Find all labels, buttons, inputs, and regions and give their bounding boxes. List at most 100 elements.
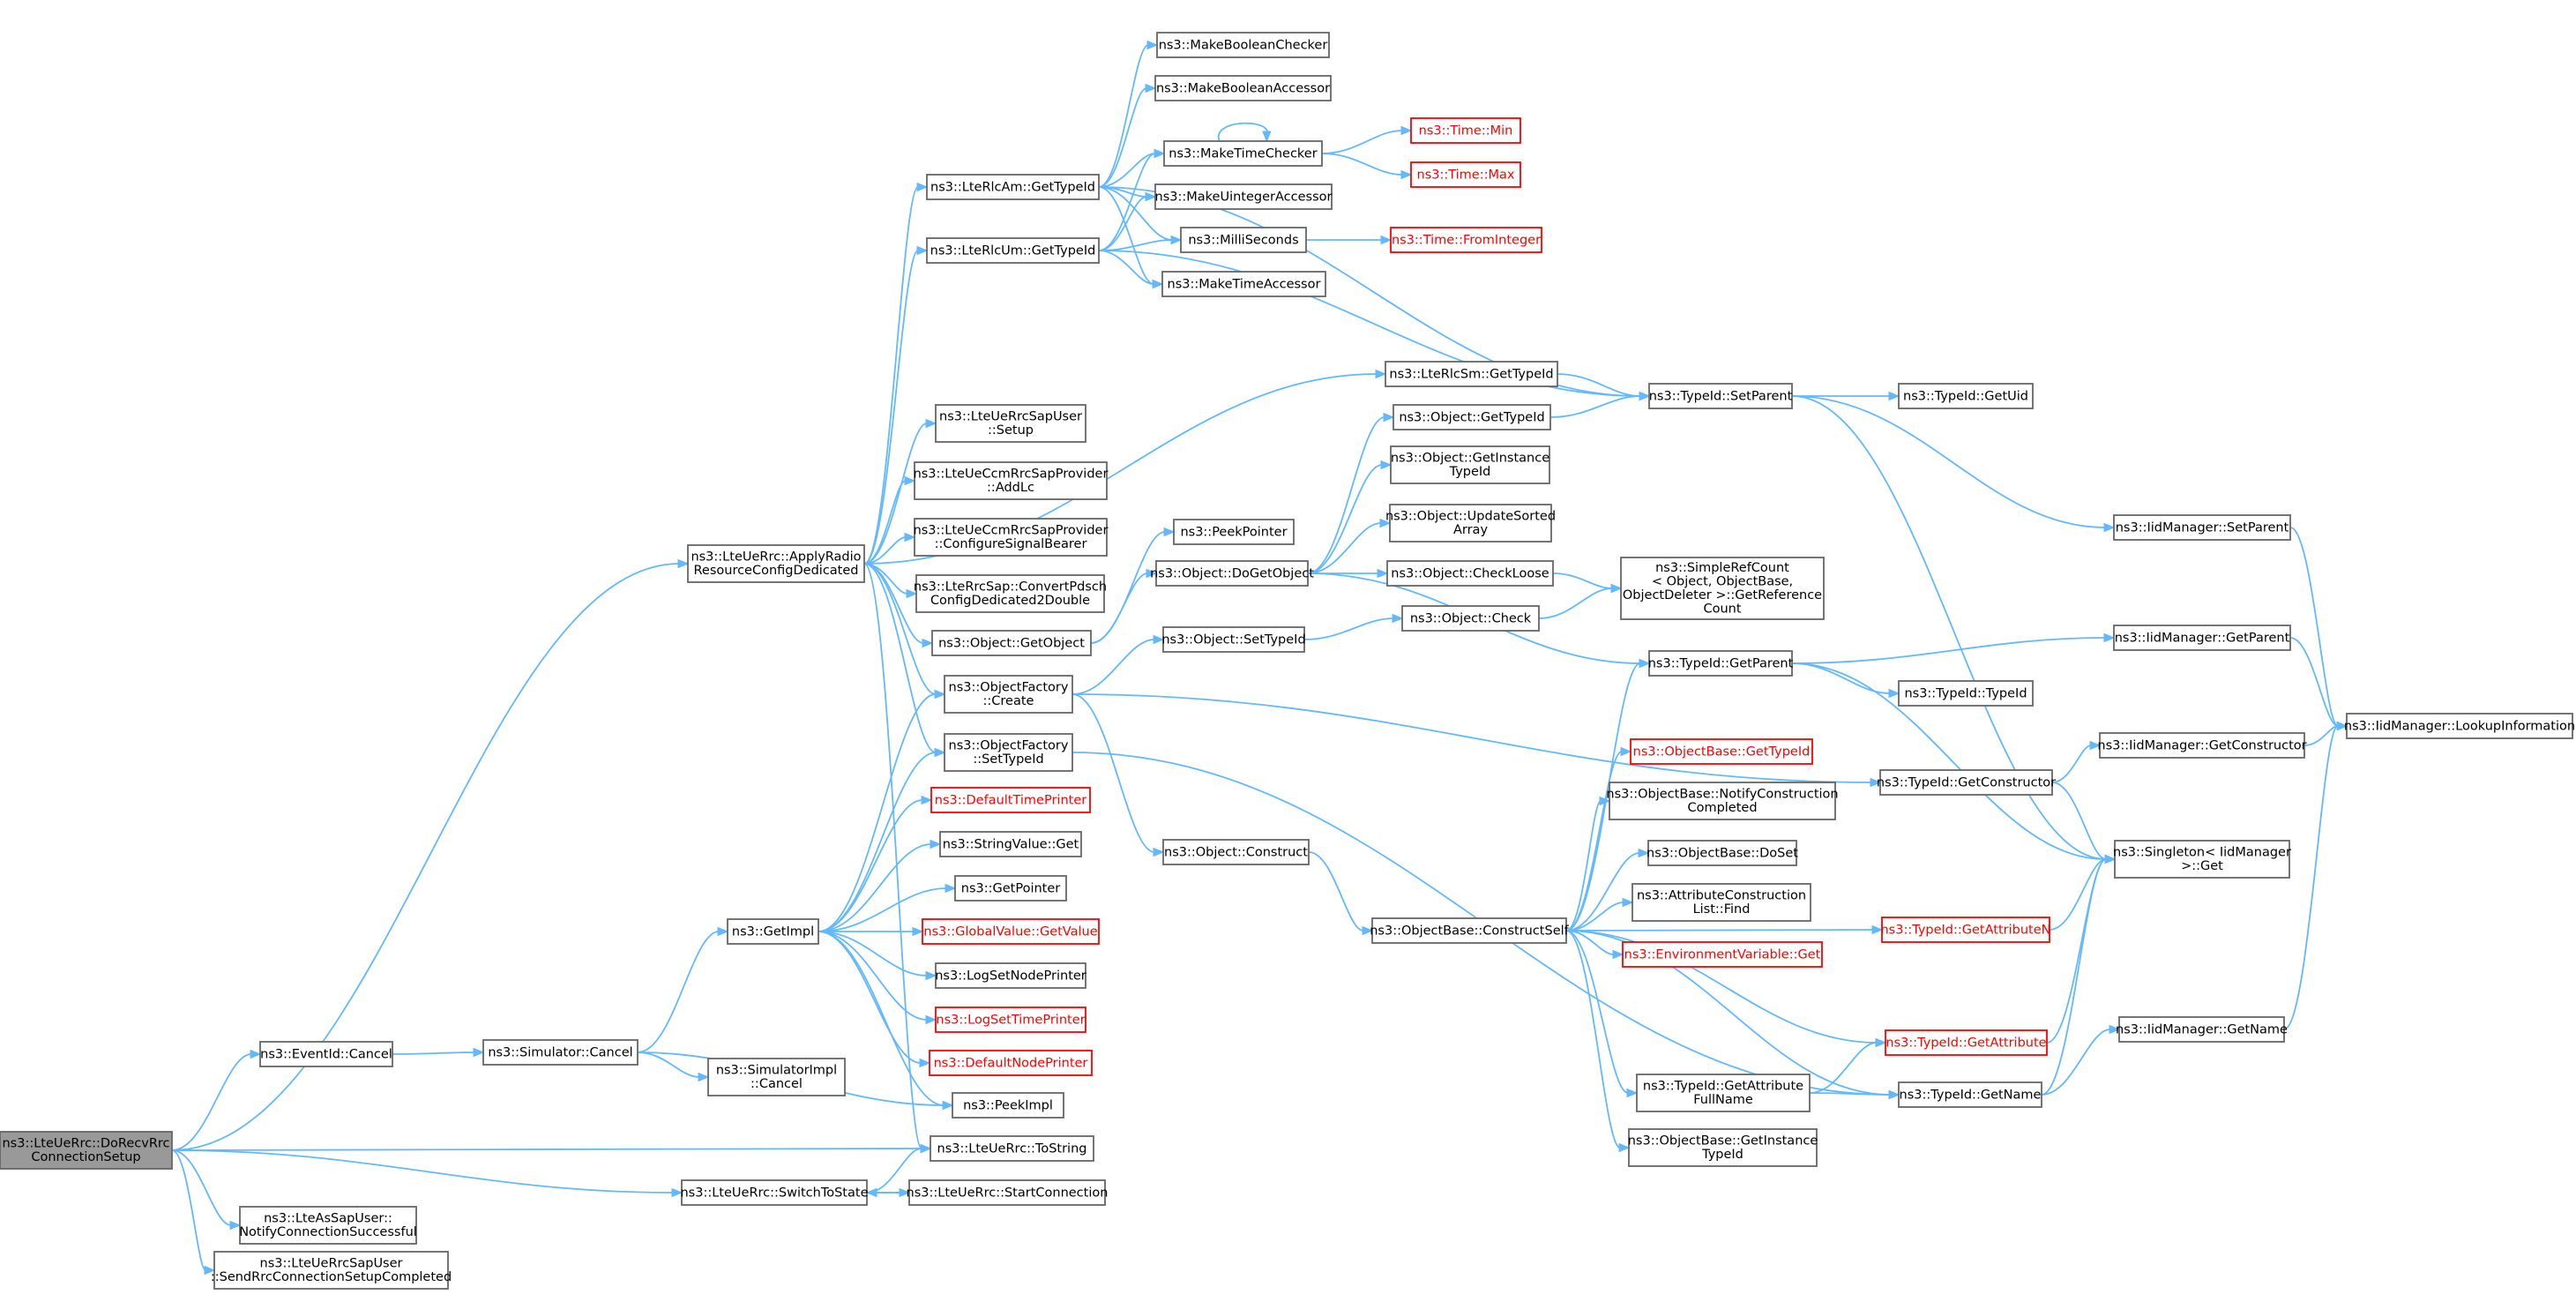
- node-milli-seconds[interactable]: ns3::MilliSeconds: [1180, 227, 1307, 253]
- node-ccm-add-lc[interactable]: ns3::LteUeCcmRrcSapProvider::AddLc: [914, 461, 1109, 500]
- node-label: ::AddLc: [987, 481, 1034, 495]
- node-label: ns3::IidManager::SetParent: [2116, 520, 2289, 535]
- node-get-pointer[interactable]: ns3::GetPointer: [954, 875, 1067, 902]
- node-label: ns3::ObjectFactory: [949, 681, 1069, 695]
- edge-get-impl-to-log-set-time-printer: [818, 931, 937, 1025]
- node-box: [1162, 626, 1305, 653]
- node-type-id-set-parent[interactable]: ns3::TypeId::SetParent: [1648, 383, 1793, 409]
- edge-get-impl-to-ofset-type-id: [818, 747, 946, 932]
- node-box: [1385, 361, 1558, 387]
- node-type-id-get-constructor[interactable]: ns3::TypeId::GetConstructor: [1877, 769, 2056, 796]
- node-event-id-cancel[interactable]: ns3::EventId::Cancel: [259, 1041, 393, 1067]
- node-do-set[interactable]: ns3::ObjectBase::DoSet: [1646, 840, 1798, 866]
- edge-ofcreate-to-object-construct: [1071, 693, 1165, 857]
- node-rlc-um-get-type-id[interactable]: ns3::LteRlcUm::GetTypeId: [926, 237, 1100, 264]
- node-notify-construction[interactable]: ns3::ObjectBase::NotifyConstructionCompl…: [1606, 782, 1839, 820]
- node-to-string[interactable]: ns3::LteUeRrc::ToString: [930, 1135, 1094, 1162]
- node-global-value-get-value[interactable]: ns3::GlobalValue::GetValue: [922, 918, 1100, 945]
- node-object-construct[interactable]: ns3::Object::Construct: [1162, 839, 1310, 865]
- node-object-base-get-type-id[interactable]: ns3::ObjectBase::GetTypeId: [1630, 738, 1813, 765]
- node-box: [944, 675, 1073, 714]
- node-peek-pointer[interactable]: ns3::PeekPointer: [1173, 519, 1295, 545]
- node-type-id-get-attribute[interactable]: ns3::TypeId::GetAttribute: [1885, 1029, 2048, 1056]
- node-label: ns3::MilliSeconds: [1188, 233, 1298, 247]
- node-type-id-get-uid[interactable]: ns3::TypeId::GetUid: [1898, 383, 2034, 409]
- node-convert-pdsch[interactable]: ns3::LteRrcSap::ConvertPdschConfigDedica…: [914, 574, 1107, 613]
- node-sap-user-send[interactable]: ns3::LteUeRrcSapUser::SendRrcConnectionS…: [211, 1251, 452, 1290]
- node-peek-impl[interactable]: ns3::PeekImpl: [952, 1092, 1064, 1119]
- node-iid-get-name[interactable]: ns3::IidManager::GetName: [2116, 1016, 2288, 1043]
- node-label: Array: [1453, 523, 1488, 537]
- node-label: FullName: [1693, 1093, 1753, 1107]
- node-default-node-printer[interactable]: ns3::DefaultNodePrinter: [929, 1050, 1093, 1076]
- node-box: [1154, 183, 1333, 210]
- node-label: ns3::Singleton< IidManager: [2113, 846, 2291, 860]
- node-iid-lookup[interactable]: ns3::IidManager::LookupInformation: [2344, 713, 2575, 739]
- node-box: [1173, 519, 1295, 545]
- node-object-set-type-id[interactable]: ns3::Object::SetTypeId: [1161, 626, 1306, 653]
- node-simple-ref-count[interactable]: ns3::SimpleRefCount< Object, ObjectBase,…: [1620, 557, 1825, 620]
- node-log-set-node-printer[interactable]: ns3::LogSetNodePrinter: [935, 962, 1086, 989]
- node-sim-cancel[interactable]: ns3::Simulator::Cancel: [482, 1039, 638, 1066]
- node-log-set-time-printer[interactable]: ns3::LogSetTimePrinter: [935, 1006, 1086, 1033]
- node-rlc-sm-get-type-id[interactable]: ns3::LteRlcSm::GetTypeId: [1385, 361, 1558, 387]
- node-type-id-get-parent[interactable]: ns3::TypeId::GetParent: [1648, 650, 1794, 677]
- edge-do-get-object-to-object-update-sorted: [1307, 518, 1392, 574]
- node-sim-impl-cancel[interactable]: ns3::SimulatorImpl::Cancel: [707, 1058, 846, 1096]
- node-as-sap-user[interactable]: ns3::LteAsSapUser::NotifyConnectionSucce…: [239, 1206, 417, 1245]
- node-label: ns3::TypeId::GetAttribute: [1885, 1036, 2046, 1050]
- node-box: [1630, 738, 1813, 765]
- node-type-id-get-attribute-n[interactable]: ns3::TypeId::GetAttributeN: [1880, 917, 2051, 943]
- node-check-loose[interactable]: ns3::Object::CheckLoose: [1386, 560, 1554, 587]
- node-singleton-get[interactable]: ns3::Singleton< IidManager>::Get: [2113, 840, 2291, 879]
- node-time-min[interactable]: ns3::Time::Min: [1410, 117, 1521, 144]
- node-ofcreate[interactable]: ns3::ObjectFactory::Create: [944, 675, 1073, 714]
- node-label: ::Cancel: [750, 1077, 803, 1091]
- node-check[interactable]: ns3::Object::Check: [1401, 605, 1540, 632]
- node-do-get-object[interactable]: ns3::Object::DoGetObject: [1150, 560, 1314, 587]
- node-box: [0, 1131, 173, 1170]
- node-string-value-get[interactable]: ns3::StringValue::Get: [939, 831, 1082, 857]
- node-construct-self[interactable]: ns3::ObjectBase::ConstructSelf: [1370, 917, 1570, 944]
- node-object-get-type-id[interactable]: ns3::Object::GetTypeId: [1393, 404, 1551, 430]
- node-type-id-get-name[interactable]: ns3::TypeId::GetName: [1898, 1081, 2042, 1108]
- node-get-impl[interactable]: ns3::GetImpl: [727, 918, 819, 945]
- node-make-uinteger-accessor[interactable]: ns3::MakeUintegerAccessor: [1154, 183, 1333, 210]
- node-get-object[interactable]: ns3::Object::GetObject: [931, 630, 1092, 656]
- node-label: ns3::LteUeRrc::ApplyRadio: [691, 550, 861, 565]
- node-time-from-integer[interactable]: ns3::Time::FromInteger: [1390, 227, 1542, 253]
- node-iid-set-parent[interactable]: ns3::IidManager::SetParent: [2113, 514, 2291, 541]
- node-label: ns3::Object::SetTypeId: [1161, 632, 1305, 647]
- node-iid-get-parent[interactable]: ns3::IidManager::GetParent: [2113, 625, 2291, 651]
- node-iid-get-constructor[interactable]: ns3::IidManager::GetConstructor: [2097, 732, 2307, 759]
- node-box: [1162, 839, 1310, 865]
- node-apply-radio[interactable]: ns3::LteUeRrc::ApplyRadioResourceConfigD…: [687, 544, 865, 583]
- node-ccm-configure[interactable]: ns3::LteUeCcmRrcSapProvider::ConfigureSi…: [914, 518, 1109, 557]
- node-label: ns3::Object::Construct: [1164, 845, 1308, 859]
- node-box: [2118, 1016, 2285, 1043]
- node-label: ns3::EnvironmentVariable::Get: [1624, 947, 1821, 962]
- node-default-time-printer[interactable]: ns3::DefaultTimePrinter: [930, 787, 1091, 813]
- node-switch-to-state[interactable]: ns3::LteUeRrc::SwitchToState: [680, 1179, 869, 1206]
- node-label: ns3::LteAsSapUser::: [264, 1212, 392, 1226]
- node-make-time-accessor[interactable]: ns3::MakeTimeAccessor: [1161, 271, 1326, 297]
- edge-rlc-um-get-type-id-to-make-uinteger-accessor: [1098, 191, 1157, 251]
- node-make-boolean-checker[interactable]: ns3::MakeBooleanChecker: [1156, 32, 1330, 58]
- node-make-boolean-accessor[interactable]: ns3::MakeBooleanAccessor: [1154, 75, 1332, 101]
- node-start-connection[interactable]: ns3::LteUeRrc::StartConnection: [907, 1179, 1109, 1206]
- node-ofset-type-id[interactable]: ns3::ObjectFactory::SetTypeId: [944, 733, 1073, 772]
- node-rlc-am-get-type-id[interactable]: ns3::LteRlcAm::GetTypeId: [926, 174, 1100, 200]
- node-type-id-type-id[interactable]: ns3::TypeId::TypeId: [1898, 680, 2034, 707]
- node-label: ns3::EventId::Cancel: [260, 1047, 392, 1061]
- node-sap-user-setup[interactable]: ns3::LteUeRrcSapUser::Setup: [935, 404, 1086, 443]
- node-env-get[interactable]: ns3::EnvironmentVariable::Get: [1622, 941, 1823, 968]
- edge-make-time-checker-to-make-time-checker: [1217, 122, 1272, 143]
- node-time-max[interactable]: ns3::Time::Max: [1410, 161, 1521, 188]
- node-make-time-checker[interactable]: ns3::MakeTimeChecker: [1163, 140, 1323, 167]
